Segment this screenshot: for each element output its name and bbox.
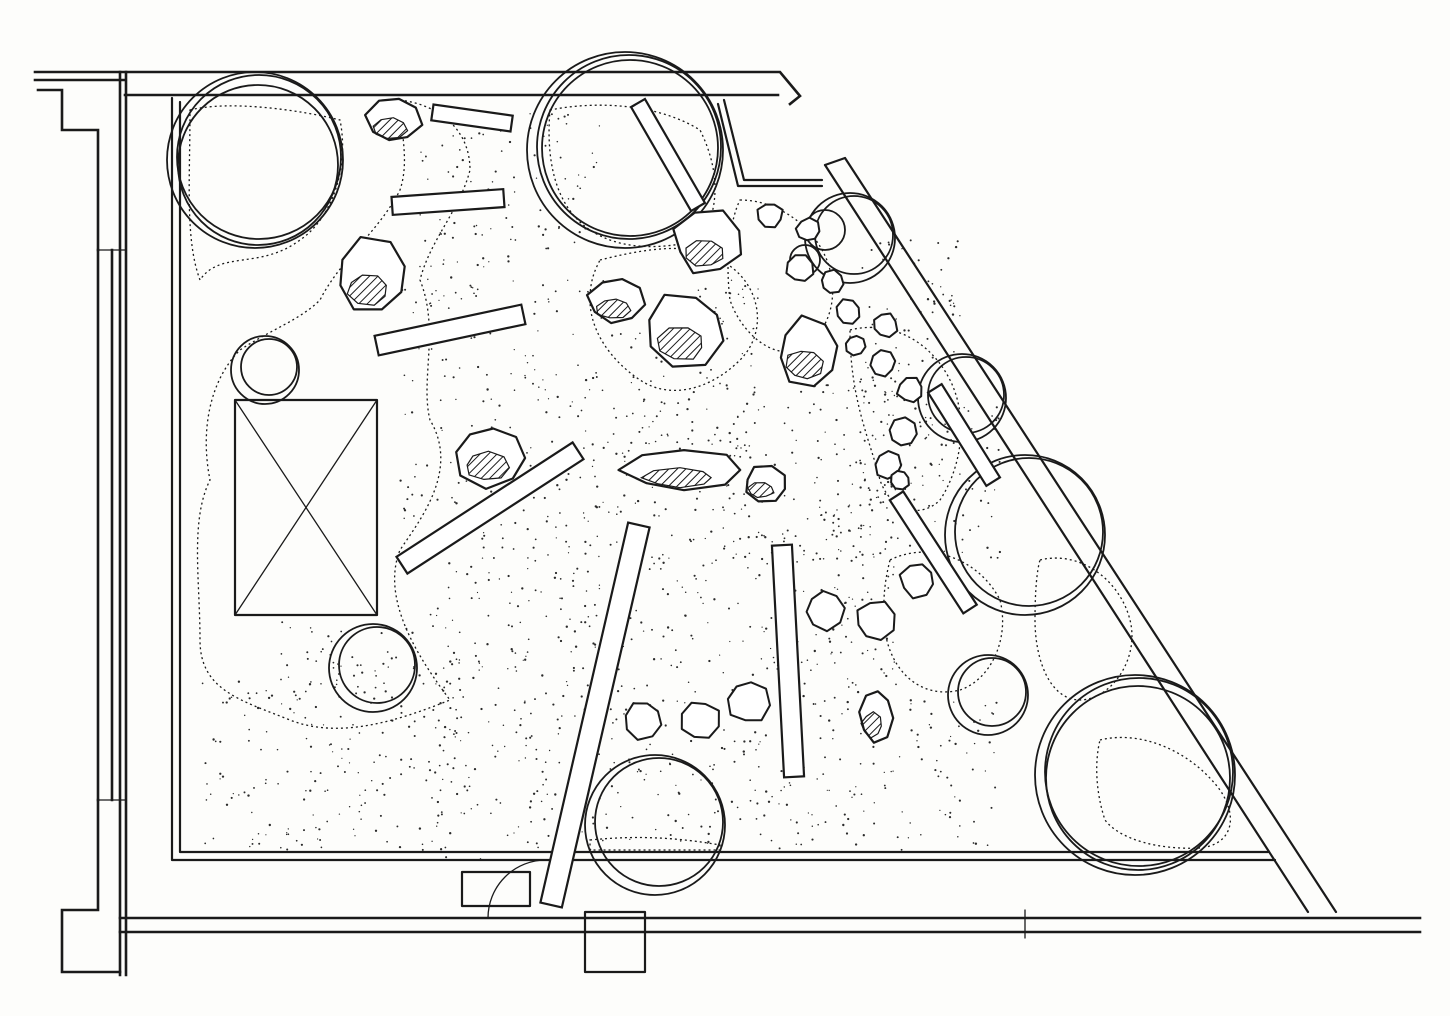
boulder-icon: [779, 314, 839, 388]
stepping-stone-icon: [785, 254, 815, 282]
boulder-shadow: [372, 117, 409, 140]
boulder-shadow: [639, 467, 713, 489]
bench-icon: [539, 521, 651, 909]
stepping-stone-icon: [794, 216, 821, 242]
boulder-icon: [672, 209, 743, 275]
stepping-stone-icon: [869, 349, 897, 378]
tree-canopy-icon: [177, 84, 339, 246]
boulder-shadow: [746, 482, 775, 499]
tree-canopy-icon: [804, 192, 896, 284]
boulders: [339, 97, 895, 744]
stepping-stone-icon: [873, 312, 899, 339]
stepping-stone-icon: [895, 376, 923, 404]
bench-icon: [430, 103, 514, 133]
tree-canopy-icon: [1045, 685, 1231, 871]
bench-icon: [390, 187, 506, 217]
tree-canopy-icon: [328, 623, 418, 713]
tree-canopy-icon: [541, 59, 719, 237]
stepping-stone-icon: [898, 563, 934, 600]
boulder-shadow: [785, 350, 824, 380]
stepping-stone-icon: [726, 681, 771, 722]
tree-canopy-icon: [526, 51, 724, 249]
benches: [373, 97, 1002, 909]
boulder-icon: [648, 293, 725, 368]
boulder-shadow: [466, 450, 511, 481]
bench-icon: [629, 97, 707, 213]
tree-canopy-icon: [166, 71, 344, 249]
boulder-icon: [364, 97, 424, 142]
tree-canopy-icon: [947, 654, 1029, 736]
stepping-stone-icon: [680, 701, 720, 739]
boulder-icon: [585, 278, 647, 325]
bench-icon: [394, 440, 586, 576]
bench-icon: [373, 303, 527, 357]
tree-canopy-icon: [1034, 674, 1236, 876]
bench-icon: [926, 382, 1002, 488]
bench-icon: [888, 489, 979, 615]
boulder-shadow: [656, 327, 703, 360]
boulder-icon: [617, 449, 742, 492]
tree-canopy-icon: [944, 454, 1106, 616]
stepping-stone-icon: [856, 600, 896, 641]
stepping-stone-icon: [756, 203, 784, 229]
stepping-stone-icon: [844, 334, 867, 357]
stepping-stone-icon: [890, 469, 910, 491]
boulder-icon: [339, 236, 406, 311]
bench-icon: [770, 543, 806, 779]
tree-canopy-icon: [584, 754, 726, 896]
stepping-stone-icon: [805, 590, 846, 633]
pavilion-icon: [233, 398, 379, 617]
stepping-stones: [624, 203, 934, 741]
boulder-icon: [455, 427, 527, 490]
boulder-icon: [745, 464, 787, 503]
boulder-icon: [858, 690, 895, 744]
boulder-shadow: [595, 298, 632, 319]
gravel-stipple-icon: [201, 109, 1002, 861]
stepping-stone-icon: [835, 298, 861, 325]
boulder-shadow: [860, 710, 882, 739]
tree-canopy-icon: [230, 335, 300, 405]
stepping-stone-icon: [888, 416, 918, 447]
boulder-shadow: [346, 274, 387, 306]
stepping-stone-icon: [820, 268, 845, 294]
stepping-stone-icon: [624, 702, 663, 741]
boulder-shadow: [685, 240, 724, 267]
building-walls: [33, 70, 1422, 977]
